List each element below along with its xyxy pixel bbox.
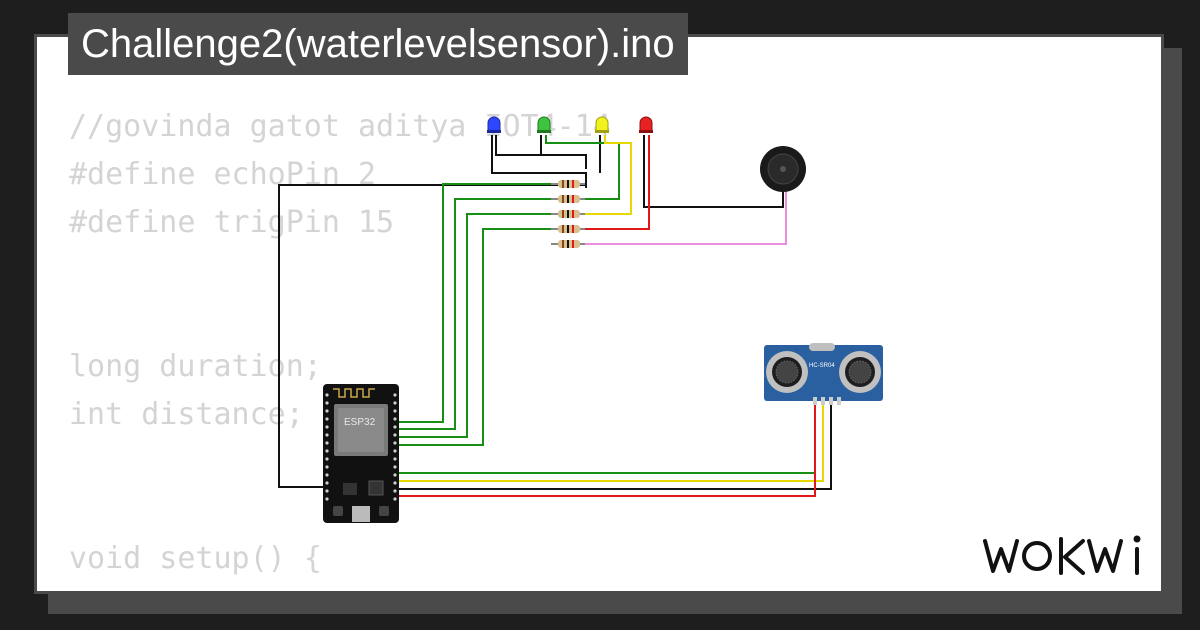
esp32-board[interactable]: ESP32	[323, 384, 399, 523]
wires-sensor	[397, 401, 832, 497]
led-green[interactable]	[537, 116, 551, 133]
wires-led-anodes	[545, 135, 787, 245]
wires-green-gpio	[397, 183, 559, 446]
circuit-diagram: ESP32 HC-SR04	[278, 116, 883, 523]
resistor	[551, 180, 585, 188]
resistor	[551, 225, 585, 233]
code-line: int distance;	[69, 397, 304, 432]
code-line: #define echoPin 2	[69, 157, 377, 192]
led-red[interactable]	[639, 116, 653, 133]
wokwi-logo	[983, 535, 1141, 575]
board-label: ESP32	[344, 417, 376, 428]
resistor	[551, 240, 585, 248]
resistor	[551, 195, 585, 203]
project-title[interactable]: Challenge2(waterlevelsensor).ino	[68, 13, 688, 75]
sensor-label: HC-SR04	[809, 363, 835, 369]
led-blue[interactable]	[487, 116, 501, 133]
code-line: #define trigPin 15	[69, 205, 395, 240]
ultrasonic-sensor[interactable]: HC-SR04	[764, 343, 883, 405]
code-line: long duration;	[69, 349, 322, 384]
buzzer[interactable]	[760, 146, 806, 192]
wires-black	[278, 135, 784, 488]
resistor	[551, 210, 585, 218]
code-line: void setup() {	[69, 541, 322, 576]
resistors	[551, 180, 585, 248]
project-card[interactable]: //govinda gatot aditya IOT4-14#define ec…	[34, 34, 1164, 594]
code-preview: //govinda gatot aditya IOT4-14#define ec…	[69, 103, 611, 583]
led-yellow[interactable]	[595, 116, 609, 133]
